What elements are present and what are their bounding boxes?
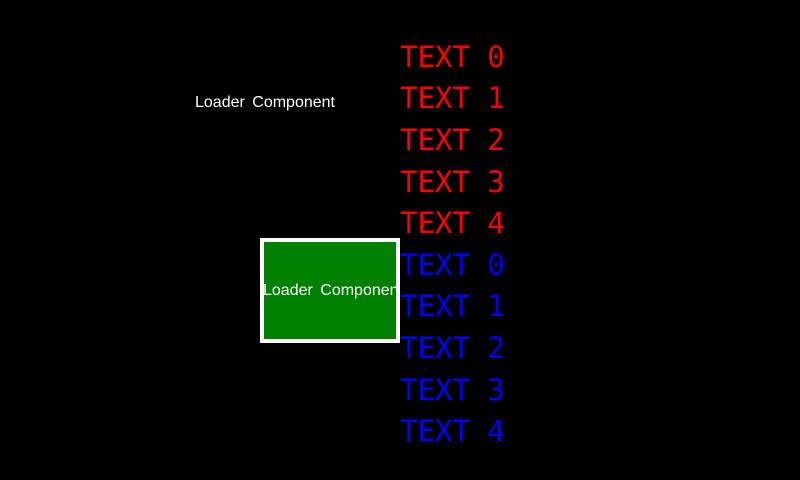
list-item-blue-2[interactable]: TEXT 2 <box>400 330 505 365</box>
list-item-blue-3[interactable]: TEXT 3 <box>400 372 505 407</box>
list-item-red-2[interactable]: TEXT 2 <box>400 122 505 157</box>
blue-text-group: TEXT 0 TEXT 1 TEXT 2 TEXT 3 TEXT 4 <box>400 244 505 452</box>
text-list: TEXT 0 TEXT 1 TEXT 2 TEXT 3 TEXT 4 TEXT … <box>400 36 505 452</box>
list-item-blue-0[interactable]: TEXT 0 <box>400 247 505 282</box>
list-item-red-4[interactable]: TEXT 4 <box>400 206 505 241</box>
loader-box-label: Loader Component <box>263 281 400 299</box>
list-item-blue-4[interactable]: TEXT 4 <box>400 414 505 449</box>
red-text-group: TEXT 0 TEXT 1 TEXT 2 TEXT 3 TEXT 4 <box>400 36 505 244</box>
loader-component-label: Loader Component <box>195 94 335 111</box>
loader-component-box[interactable]: Loader Component <box>260 238 400 343</box>
list-item-red-0[interactable]: TEXT 0 <box>400 39 505 74</box>
list-item-red-1[interactable]: TEXT 1 <box>400 81 505 116</box>
list-item-red-3[interactable]: TEXT 3 <box>400 164 505 199</box>
list-item-blue-1[interactable]: TEXT 1 <box>400 289 505 324</box>
